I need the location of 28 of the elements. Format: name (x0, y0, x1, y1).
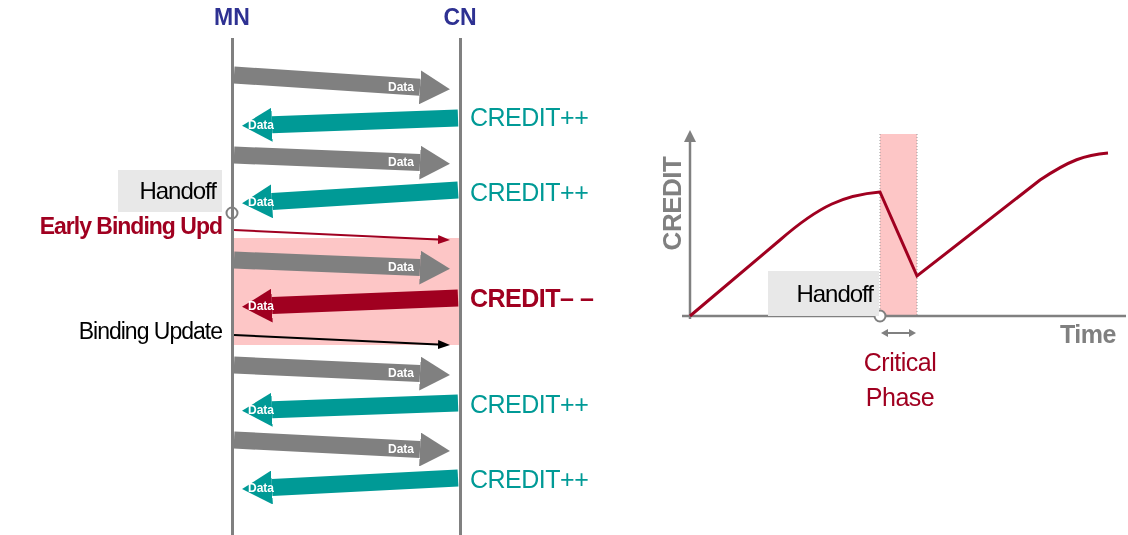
edge-label: Data (248, 299, 274, 313)
data-arrow (242, 469, 459, 505)
edge-label: Data (388, 442, 414, 456)
handoff-box: Handoff (768, 271, 879, 316)
edge-label: Data (248, 118, 274, 132)
credit-label: CREDIT++ (470, 465, 589, 494)
axis-title: CREDIT (656, 155, 688, 253)
edge-label: Data (388, 260, 414, 274)
message-arrow (233, 229, 450, 244)
edge-label: Data (388, 80, 414, 94)
edge-label: Early Binding Upd (39, 213, 222, 240)
credit-label: CREDIT++ (470, 178, 589, 207)
edge-label: Binding Update (78, 318, 222, 345)
edge-label: Data (248, 403, 274, 417)
edge-label: Data (388, 366, 414, 380)
edge-label: Data (248, 481, 274, 495)
phase-label: Critical Phase (862, 347, 938, 413)
data-arrow (233, 250, 450, 285)
credit-label: CREDIT++ (470, 390, 589, 419)
edge-label: Data (248, 195, 274, 209)
axis-title: Time (1060, 320, 1116, 349)
handoff-box: Handoff (118, 170, 222, 212)
credit-label: CREDIT++ (470, 103, 589, 132)
message-arrow (233, 334, 450, 349)
data-arrow (233, 356, 450, 391)
data-arrow (233, 66, 450, 105)
edge-label: Data (388, 155, 414, 169)
credit-label: CREDIT– – (470, 284, 594, 313)
